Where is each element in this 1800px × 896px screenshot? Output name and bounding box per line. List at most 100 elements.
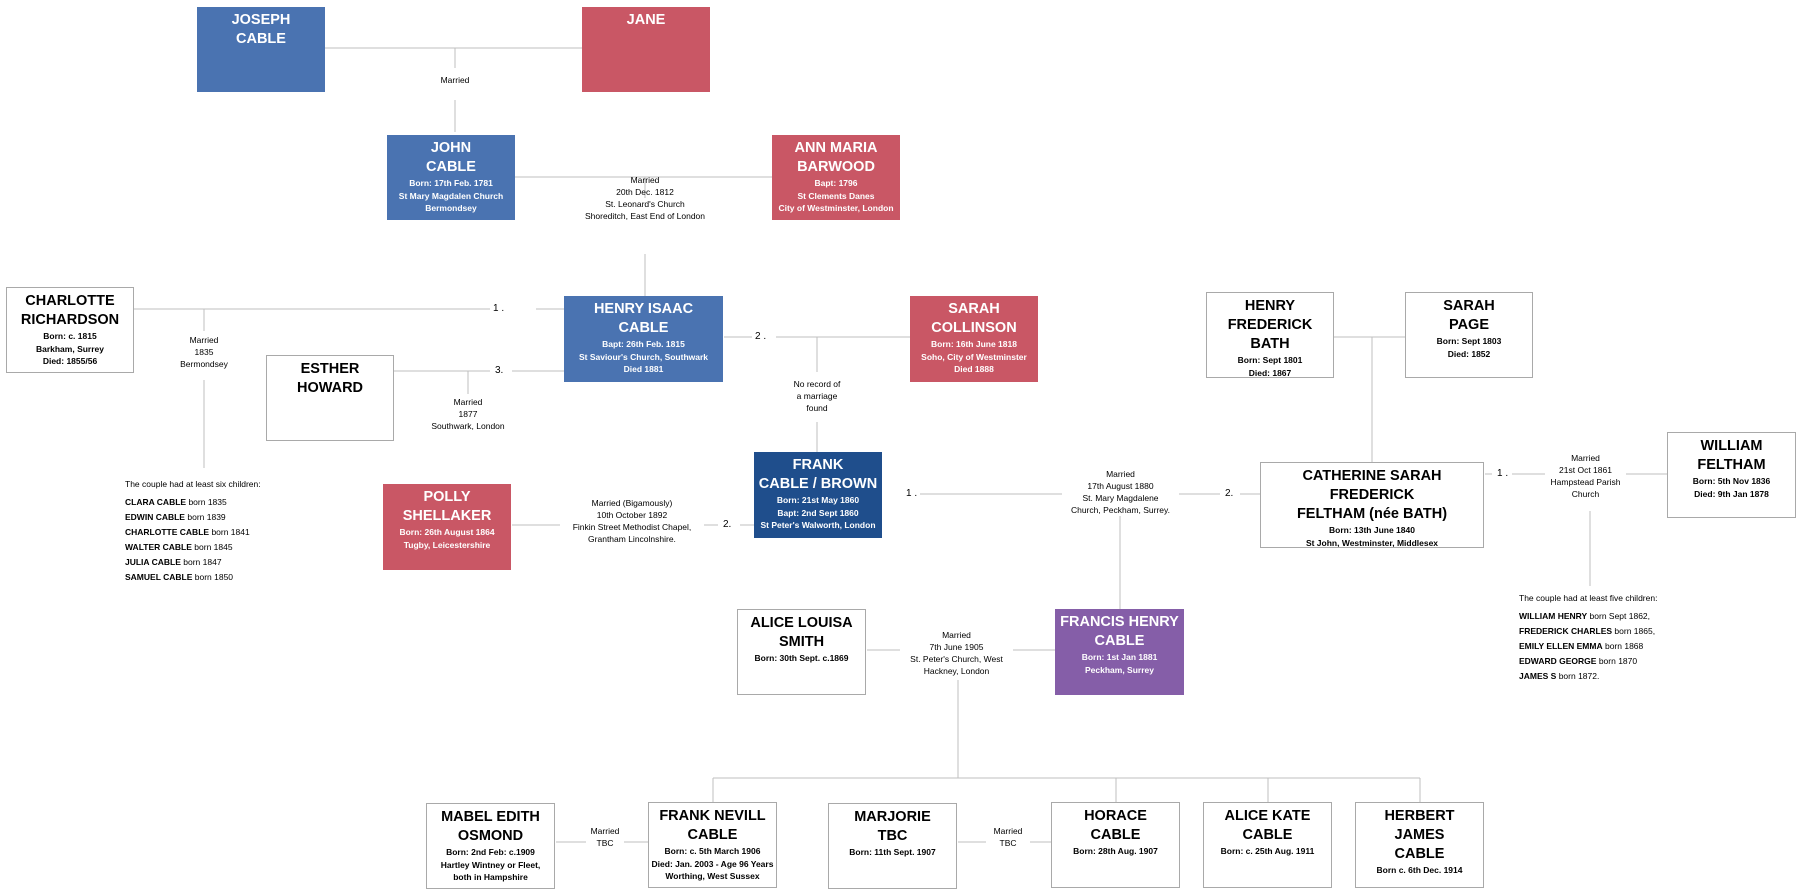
children-list-intro: The couple had at least five children: [1519,593,1658,603]
person-name: FRANK NEVILL CABLE [649,807,776,845]
person-name-line: HOWARD [296,380,364,396]
marriage-note-line: found [806,403,828,413]
person-name-line: MABEL EDITH [441,809,540,825]
child-entry: EMILY ELLEN EMMA born 1868 [1519,639,1657,654]
person-name-line: MARJORIE [854,809,931,825]
marriage-note-line: TBC [596,838,614,848]
person-name-line: POLLY [423,489,471,505]
person-name-line: BARWOOD [797,159,875,175]
child-entry: JAMES S born 1872. [1519,669,1657,684]
person-name-line: FRANK [792,457,844,473]
person-detail-line: Born: 11th Sept. 1907 [849,847,936,857]
marriage-note-line: Married [189,335,219,345]
person-name-line: CHARLOTTE [25,293,115,309]
person-detail-line: Soho, City of Westminster [921,351,1027,362]
children-list-intro: The couple had at least six children: [125,479,261,489]
person-name-line: WILLIAM [1700,438,1763,454]
person-detail-line: Born: 21st May 1860 [776,495,860,505]
marriage-note-line: a marriage [796,391,838,401]
person-name-line: FRANK NEVILL [659,808,766,824]
person-name-line: CABLE [236,31,286,47]
person-detail-line: Tugby, Leicestershire [403,539,491,550]
child-name: FREDERICK CHARLES [1519,626,1613,636]
person-name-line: CABLE [426,159,476,175]
child-entry: CLARA CABLE born 1835 [125,495,261,510]
child-name: JAMES S [1519,671,1557,681]
marriage-note-line: Southwark, London [431,421,505,431]
person-name-line: JOHN [430,140,472,156]
marriage-note-line: 7th June 1905 [929,642,984,652]
person-detail-line: Hartley Wintney or Fleet, [440,859,541,870]
child-born: born 1835 [188,497,227,507]
marriage-note-line: 17th August 1880 [1087,481,1154,491]
person-name-line: BATH [1250,336,1290,352]
person-name-line: CABLE [1090,827,1141,843]
person-detail-line: Bapt: 1796 [814,178,858,188]
person-jane[interactable]: JANE [582,7,710,92]
person-details: Born c. 6th Dec. 1914 [1356,864,1483,877]
child-name: SAMUEL CABLE [125,572,193,582]
marriage-note-line: Married [453,397,483,407]
marriage-note-joseph-jane: Married [405,74,505,86]
marriage-note-line: Married (Bigamously) [591,498,673,508]
person-name: JANE [582,11,710,30]
child-born: born 1868 [1604,641,1644,651]
marriage-note-line: St. Leonard's Church [605,199,685,209]
person-name-line: CABLE [687,827,738,843]
person-detail-line: St Mary Magdalen Church [398,190,504,201]
person-name-line: CABLE [1094,633,1145,649]
marriage-note-line: Married [1571,453,1600,463]
person-detail-line: Bermondsey [425,203,477,213]
child-name: JULIA CABLE [125,557,181,567]
child-name: WALTER CABLE [125,542,192,552]
person-detail-line: Died 1888 [954,364,994,374]
children-list-catherine-william: The couple had at least five children:WI… [1519,591,1657,684]
person-detail-line: Born: 28th Aug. 1907 [1073,846,1158,856]
person-name-line: COLLINSON [931,320,1017,336]
person-detail-line: Bapt: 26th Feb. 1815 [602,339,685,349]
child-born: born 1872. [1558,671,1600,681]
person-detail-line: Born: 1st Jan 1881 [1081,652,1158,662]
child-entry: SAMUEL CABLE born 1850 [125,570,261,585]
order-tag-frank-catherine: 1 . [903,488,921,500]
children-list-henry-charlotte: The couple had at least six children: CLA… [125,477,261,585]
marriage-note-line: Hampstead Parish [1550,477,1621,487]
child-name: EDWIN CABLE [125,512,185,522]
